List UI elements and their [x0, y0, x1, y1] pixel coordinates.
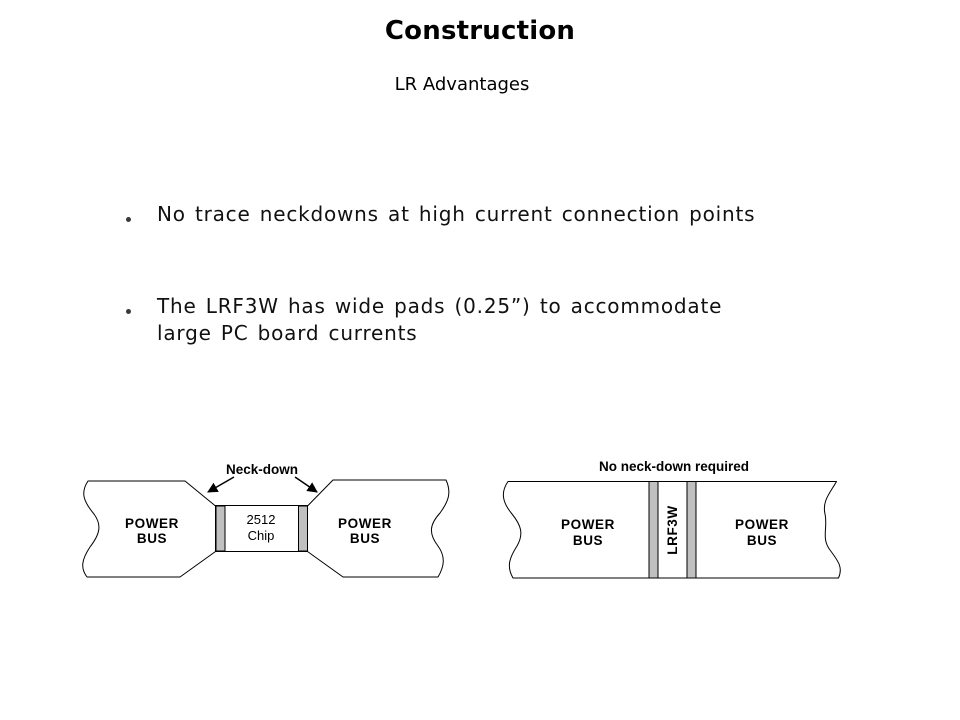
power-bus-label: BUS — [350, 531, 380, 546]
lrf3w-label: LRF3W — [665, 505, 680, 555]
power-bus-right-shape — [307, 479, 450, 578]
bullet-item: The LRF3W has wide pads (0.25”) to accom… — [120, 293, 840, 347]
power-bus-label: BUS — [573, 533, 603, 548]
chip-body-shape — [215, 505, 308, 552]
power-bus-left-shape — [82, 480, 216, 578]
neckdown-caption: Neck-down — [226, 462, 298, 477]
power-bus-label: POWER — [735, 517, 789, 532]
neckdown-diagram: Neck-down POWER BUS 2512 Chip POWER BUS — [82, 462, 450, 578]
page-subtitle: LR Advantages — [394, 74, 530, 95]
power-bus-label: BUS — [137, 531, 167, 546]
lrf3w-right-pad — [686, 481, 697, 579]
neckdown-arrow-right — [294, 476, 318, 493]
bullet-line: No trace neckdowns at high current conne… — [157, 202, 756, 226]
page-title: Construction — [384, 16, 576, 46]
chip-label: 2512 — [247, 512, 276, 527]
bullet-item: No trace neckdowns at high current conne… — [120, 201, 840, 228]
no-neckdown-caption: No neck-down required — [599, 459, 749, 474]
bullet-dot-icon — [126, 309, 131, 314]
bullet-dot-icon — [126, 217, 131, 222]
power-bus-label: BUS — [747, 533, 777, 548]
chip-label: Chip — [248, 528, 275, 543]
chip-right-pad — [298, 505, 308, 552]
power-bus-label: POWER — [561, 517, 615, 532]
power-bus-label: POWER — [338, 516, 392, 531]
bullet-line: The LRF3W has wide pads (0.25”) to accom… — [157, 294, 723, 318]
power-bus-shape — [502, 481, 841, 579]
bullet-line: large PC board currents — [157, 321, 418, 345]
chip-left-pad — [215, 505, 226, 552]
lrf3w-left-pad — [648, 481, 659, 579]
power-bus-label: POWER — [125, 516, 179, 531]
no-neckdown-diagram: No neck-down required POWER BUS LRF3W PO… — [502, 459, 841, 579]
neckdown-arrow-left — [207, 476, 235, 493]
